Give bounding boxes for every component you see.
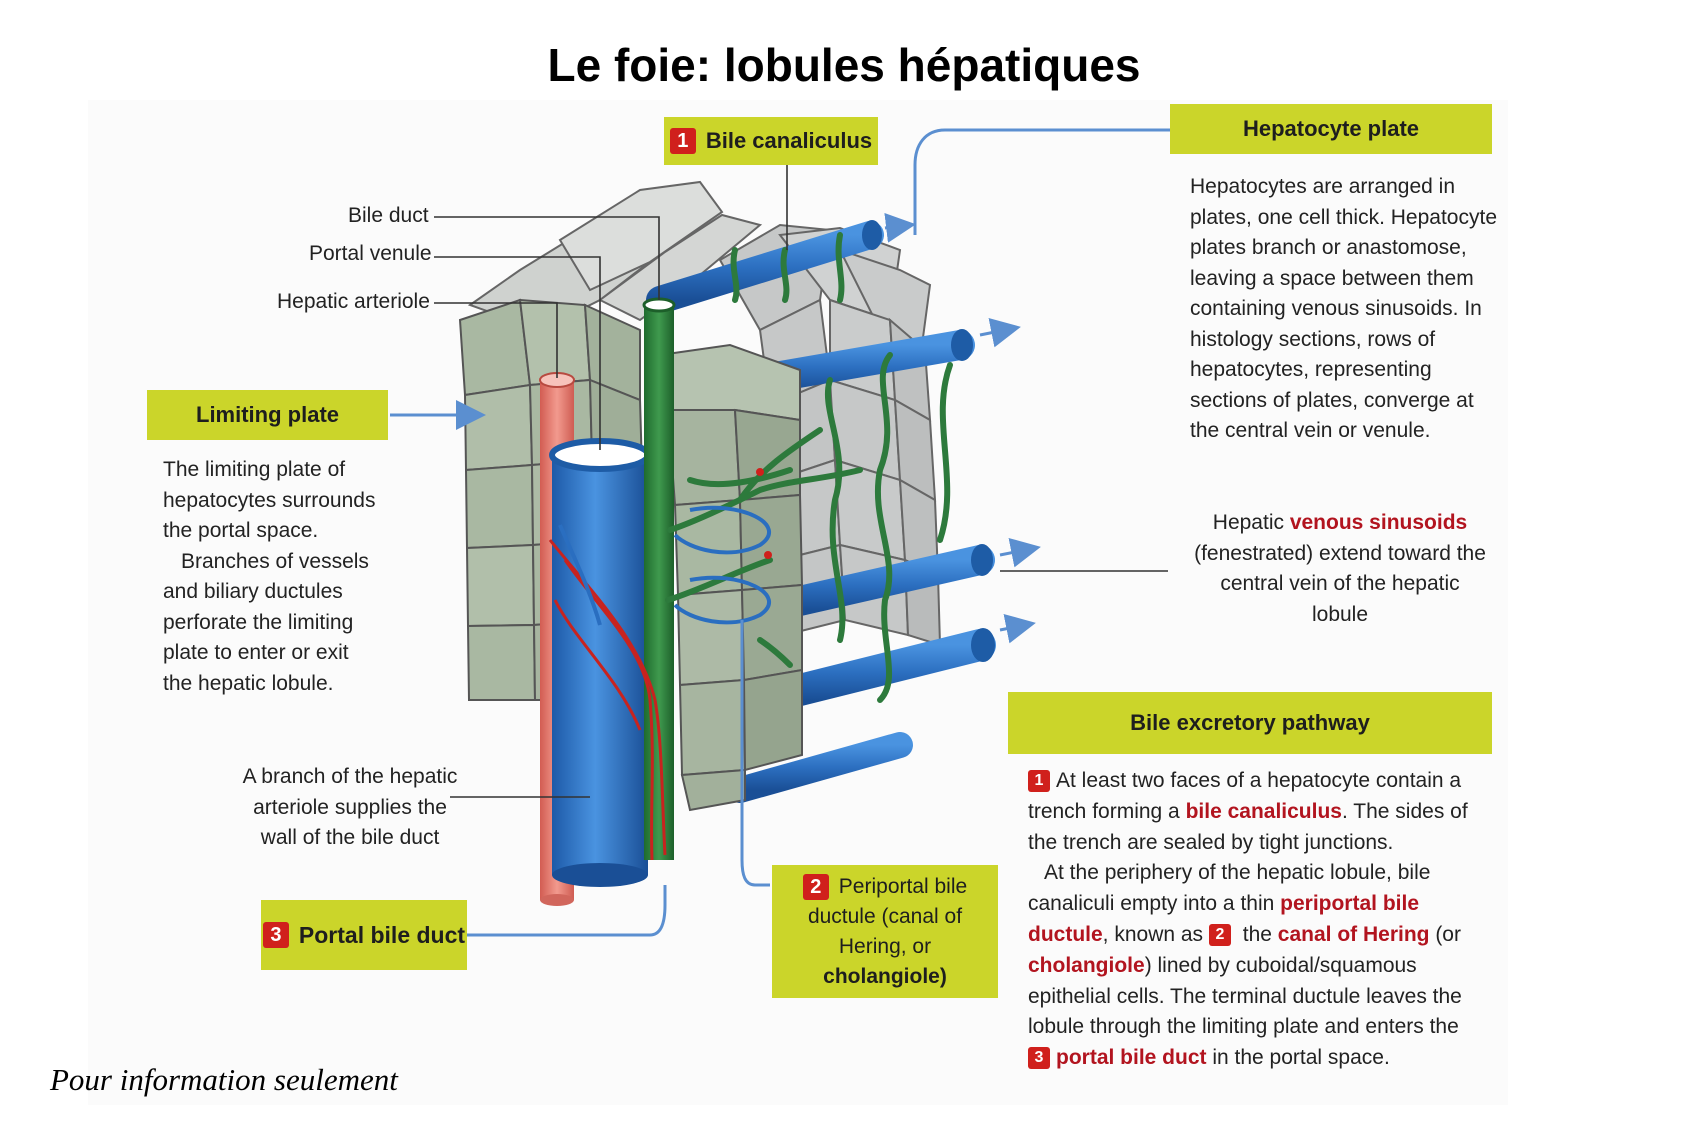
periportal-line3: Hering, or: [838, 934, 932, 958]
pw-t: portal bile duct: [1056, 1046, 1207, 1070]
pw-t: periportal bile: [1280, 892, 1419, 916]
badge-2: 2: [802, 873, 829, 900]
sin-line: (fenestrated) extend toward the: [1194, 541, 1486, 565]
hp-line: containing venous sinusoids. In: [1190, 297, 1482, 320]
periportal-line4: cholangiole): [823, 964, 947, 988]
hp-line: Hepatocytes are arranged in: [1190, 175, 1455, 198]
pw-line-7: cholangiole) lined by cuboidal/squamous: [1028, 951, 1468, 982]
pw-t: (or: [1429, 922, 1461, 946]
lp-line: The limiting plate of: [163, 458, 346, 481]
lp-line: the hepatic lobule.: [163, 671, 334, 695]
ab-line: A branch of the hepatic: [242, 765, 458, 788]
callout-arrows: [390, 128, 1170, 937]
hp-line: histology sections, rows of: [1190, 327, 1436, 351]
bile-canaliculi: [665, 232, 953, 703]
lp-line: plate to enter or exit: [163, 641, 349, 664]
pw-t: canaliculi empty into a thin: [1028, 892, 1281, 916]
pw-t: ) lined by cuboidal/squamous: [1144, 953, 1417, 977]
periportal-line2: ductule (canal of: [807, 904, 963, 928]
sinusoids-line-1: Hepatic venous sinusoids: [1180, 508, 1500, 539]
leader-lines: [434, 162, 1168, 798]
hp-line: leaving a space between them: [1190, 266, 1474, 290]
hp-line: plates branch or anastomose,: [1190, 236, 1467, 259]
hp-line: the central vein or venule.: [1190, 419, 1431, 442]
portal-venule-pointer-label: Portal venule: [309, 242, 432, 265]
badge-2-small: 2: [1208, 923, 1231, 946]
badge-3-small: 3: [1028, 1047, 1050, 1070]
badge-1-small: 1: [1028, 770, 1050, 792]
sin-line: lobule: [1311, 602, 1369, 626]
ab-line: arteriole supplies the: [253, 795, 447, 819]
pw-line-1: 1 At least two faces of a hepatocyte cont…: [1028, 766, 1468, 797]
pw-t: bile canaliculus: [1185, 799, 1342, 823]
pw-t: the: [1236, 922, 1278, 946]
lp-line: hepatocytes surrounds: [163, 488, 376, 512]
sin-line: central vein of the hepatic: [1220, 572, 1460, 595]
pw-line-8: epithelial cells. The terminal ductule l…: [1028, 984, 1462, 1008]
sinusoids-note: Hepatic venous sinusoids (fenestrated) e…: [1180, 508, 1500, 630]
footer-note: Pour information seulement: [50, 1062, 398, 1097]
sin-pre: Hepatic: [1212, 511, 1290, 534]
pw-line-2: trench forming a bile canaliculus. The s…: [1028, 797, 1468, 828]
hp-line: hepatocytes, representing: [1190, 358, 1432, 381]
periportal-text-1: Periportal bile: [838, 874, 968, 898]
pw-t: canal of Hering: [1277, 922, 1430, 946]
badge-1: 1: [669, 128, 696, 154]
pw-line-10: 3 portal bile duct in the portal space.: [1028, 1043, 1468, 1074]
hepatic-arteriole-pointer-label: Hepatic arteriole: [277, 290, 430, 313]
lp-line: the portal space.: [163, 519, 319, 542]
portal-bile-duct-label: 3 Portal bile duct: [261, 900, 467, 970]
pw-t: cholangiole: [1028, 953, 1145, 977]
periportal-ductule-label: 2 Periportal bile ductule (canal of Herin…: [772, 865, 998, 998]
hp-line: plates, one cell thick. Hepatocyte: [1190, 205, 1498, 229]
lp-line: perforate the limiting: [163, 610, 354, 634]
arteriole-branch-note: A branch of the hepatic arteriole suppli…: [230, 762, 470, 854]
portal-bile-duct: [642, 297, 676, 860]
pw-t: in the portal space.: [1206, 1046, 1390, 1070]
pw-t: . The sides of: [1341, 799, 1468, 823]
pw-line-6: ductule, known as 2 the canal of Hering …: [1028, 920, 1468, 951]
pw-line-9: lobule through the limiting plate and en…: [1028, 1015, 1459, 1039]
hepatocyte-plate-label: Hepatocyte plate: [1170, 104, 1492, 154]
periportal-line1: 2 Periportal bile: [802, 872, 968, 902]
lp-line: Branches of vessels: [181, 549, 369, 573]
lp-line: and biliary ductules: [163, 580, 343, 603]
limiting-plate-description: The limiting plate of hepatocytes surrou…: [163, 455, 375, 699]
canaliculus-dots: [756, 468, 772, 559]
sin-red: venous sinusoids: [1289, 511, 1468, 534]
bile-pathway-description: 1 At least two faces of a hepatocyte cont…: [1028, 766, 1468, 1074]
portal-bile-duct-text: Portal bile duct: [298, 921, 466, 948]
hp-line: sections of plates, converge at: [1190, 388, 1474, 412]
ab-line: wall of the bile duct: [260, 826, 440, 849]
pw-t: trench forming a: [1028, 799, 1186, 823]
bile-canaliculus-label: 1 Bile canaliculus: [664, 117, 878, 165]
limiting-plate-label: Limiting plate: [147, 390, 388, 440]
hepatocyte-plate-text: Hepatocyte plate: [1242, 116, 1420, 141]
page-title: Le foie: lobules hépatiques: [547, 39, 1141, 91]
bile-canaliculus-text: Bile canaliculus: [705, 128, 873, 153]
pw-t: ductule: [1028, 922, 1103, 946]
pw-line-3: the trench are sealed by tight junctions…: [1028, 830, 1394, 854]
badge-3: 3: [262, 922, 289, 948]
pw-t: At least two faces of a hepatocyte conta…: [1056, 769, 1462, 792]
bile-excretory-pathway-label: Bile excretory pathway: [1008, 692, 1492, 754]
bile-duct-pointer-label: Bile duct: [348, 204, 429, 227]
hepatocyte-plate-description: Hepatocytes are arranged in plates, one …: [1190, 172, 1497, 447]
pw-line-4: At the periphery of the hepatic lobule, …: [1044, 861, 1431, 885]
pw-line-5: canaliculi empty into a thin periportal …: [1028, 889, 1468, 920]
bile-excretory-pathway-text: Bile excretory pathway: [1130, 710, 1370, 735]
flow-arrows: [558, 505, 771, 626]
pw-t: , known as: [1102, 922, 1209, 946]
limiting-plate-text: Limiting plate: [196, 402, 339, 427]
